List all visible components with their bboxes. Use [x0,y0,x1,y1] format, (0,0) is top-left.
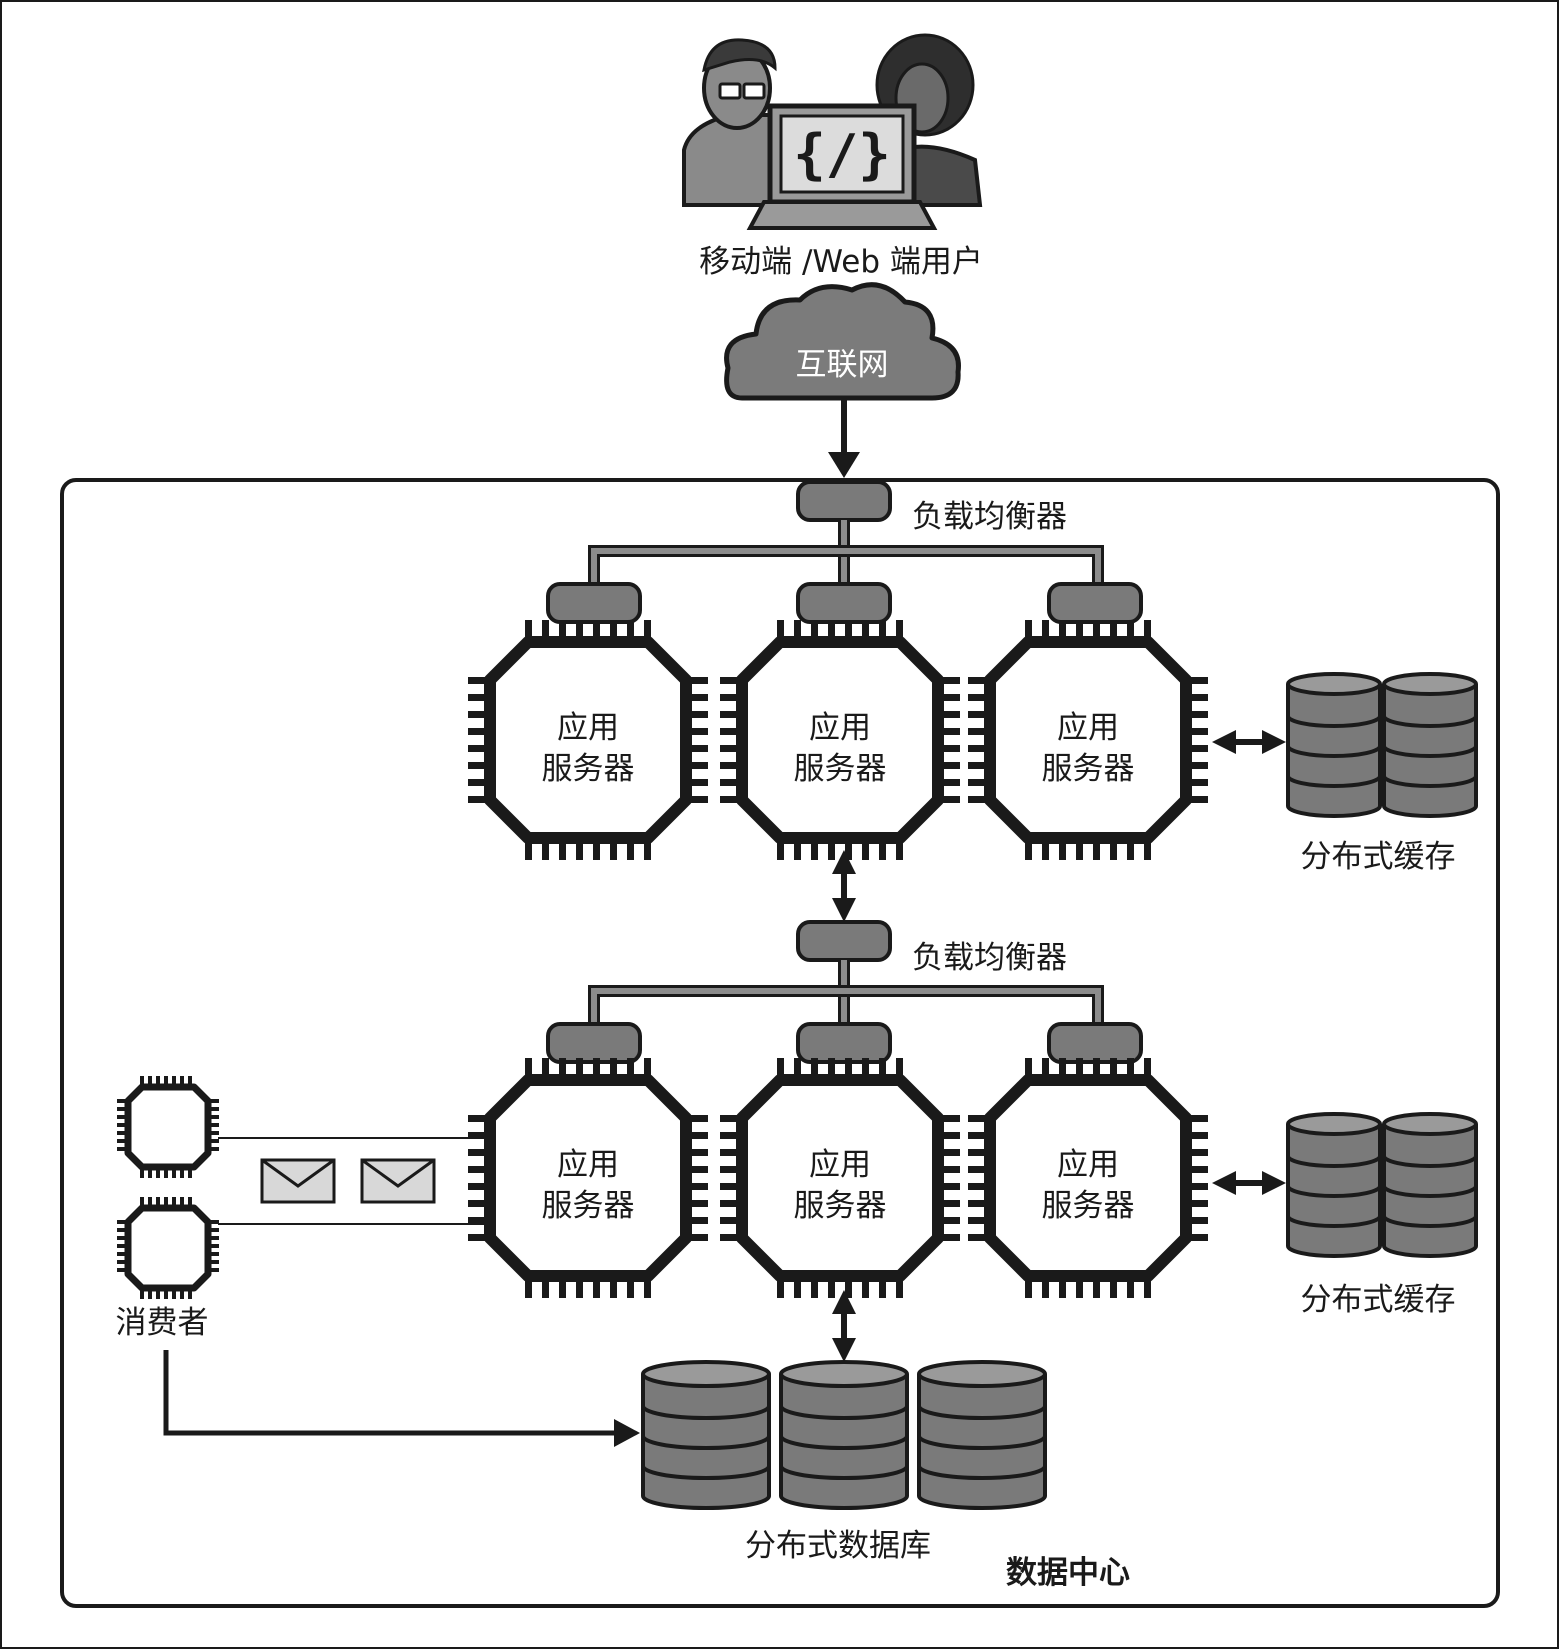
tier-link-arrow [832,850,856,922]
distributed-cache-top-label: 分布式缓存 [1301,839,1456,875]
svg-text:服务器: 服务器 [1042,1188,1135,1224]
svg-text:服务器: 服务器 [794,751,887,787]
datacenter-label: 数据中心 [1006,1555,1130,1591]
svg-text:服务器: 服务器 [1042,751,1135,787]
server-cache-bottom-arrow [1212,1171,1286,1195]
load-balancer-bottom [796,920,892,962]
app-server-top-1: 应用 服务器 [468,620,708,860]
users-label: 移动端 /Web 端用户 [699,244,983,280]
load-balancer-top-label: 负载均衡器 [912,499,1067,535]
lb-bottom-distribution-lines [588,960,1104,1026]
load-balancer-top [796,480,892,522]
app-server-bottom-3: 应用 服务器 [968,1058,1208,1298]
load-balancer-bottom-label: 负载均衡器 [912,940,1067,976]
app-server-bottom-2: 应用 服务器 [720,1058,960,1298]
svg-text:应用: 应用 [557,710,619,746]
internet-cloud [724,282,961,401]
server-connector-3 [1047,582,1143,624]
app-server-top-2: 应用 服务器 [720,620,960,860]
server-connector-2 [796,582,892,624]
svg-text:服务器: 服务器 [542,751,635,787]
distributed-cache-bottom-label: 分布式缓存 [1301,1282,1456,1318]
server-database-arrow [832,1290,856,1362]
app-server-bottom-1: 应用 服务器 [468,1058,708,1298]
app-server-top-3: 应用 服务器 [968,620,1208,860]
datacenter-boundary [60,478,1500,1608]
distributed-cache-bottom [1286,1112,1478,1258]
internet-to-lb-arrowhead [828,452,860,478]
consumer-chip-1 [117,1076,219,1178]
svg-text:应用: 应用 [1057,710,1119,746]
internet-label: 互联网 [796,347,889,383]
svg-text:应用: 应用 [809,1147,871,1183]
message-envelope-icon [260,1158,336,1204]
consumer-chip-2 [117,1197,219,1299]
svg-text:应用: 应用 [557,1147,619,1183]
server-connector-5 [796,1022,892,1064]
message-envelope-icon [360,1158,436,1204]
svg-text:应用: 应用 [809,710,871,746]
database-label: 分布式数据库 [745,1528,931,1564]
consumer-database-arrow [163,1350,640,1447]
svg-text:应用: 应用 [1057,1147,1119,1183]
consumers-label: 消费者 [116,1305,209,1341]
distributed-database [641,1360,1047,1510]
svg-text:服务器: 服务器 [542,1188,635,1224]
code-symbol: {/} [793,123,891,186]
users-icon: {/} [682,33,983,230]
server-connector-1 [546,582,642,624]
lb-top-distribution-lines [588,520,1104,586]
distributed-cache-top [1286,672,1478,818]
server-connector-4 [546,1022,642,1064]
server-cache-top-arrow [1212,730,1286,754]
server-connector-6 [1047,1022,1143,1064]
svg-text:服务器: 服务器 [794,1188,887,1224]
